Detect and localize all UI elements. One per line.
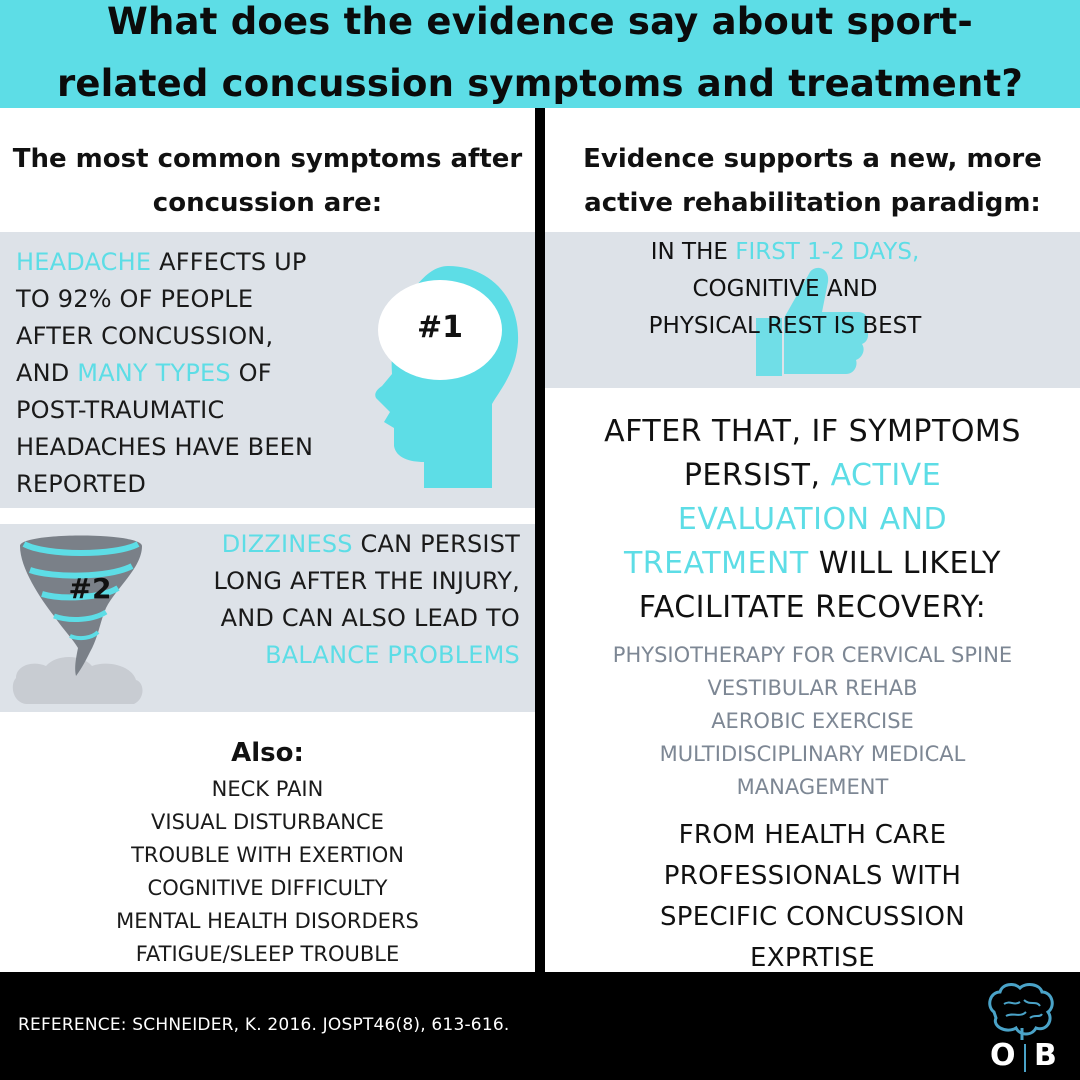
footer-bar — [0, 972, 1080, 1080]
professionals-line-1: FROM HEALTH CARE — [678, 820, 947, 850]
right-title-line-2: active rehabilitation paradigm: — [584, 188, 1041, 218]
professionals-line-4: EXPRTISE — [750, 943, 875, 973]
many-types-highlight: MANY TYPES — [77, 359, 231, 387]
thumbs-up-icon — [756, 267, 869, 376]
list-item: MULTIDISCIPLINARY MEDICAL — [659, 742, 966, 766]
rest-text: IN THE FIRST 1-2 DAYS, COGNITIVE AND PHY… — [545, 234, 1025, 345]
title-line-1: What does the evidence say about sport- — [107, 0, 973, 43]
list-item: COGNITIVE DIFFICULTY — [147, 876, 388, 900]
headache-line-4-pre: AND — [16, 359, 78, 387]
active-treatment-text: AFTER THAT, IF SYMPTOMS PERSIST, ACTIVE … — [545, 410, 1080, 630]
brain-icon — [988, 983, 1054, 1040]
headache-text: HEADACHE AFFECTS UP TO 92% OF PEOPLE AFT… — [16, 244, 376, 503]
title-line-2: related concussion symptoms and treatmen… — [56, 62, 1024, 105]
also-title: Also: — [231, 738, 304, 768]
headache-badge: #1 — [416, 310, 463, 345]
professionals-text: FROM HEALTH CARE PROFESSIONALS WITH SPEC… — [545, 815, 1080, 979]
list-item: FATIGUE/SLEEP TROUBLE — [135, 942, 400, 966]
headache-line-6: HEADACHES HAVE BEEN — [16, 433, 314, 461]
also-list: NECK PAIN VISUAL DISTURBANCE TROUBLE WIT… — [0, 773, 535, 971]
list-item: MENTAL HEALTH DISORDERS — [116, 909, 419, 933]
active-highlight: ACTIVE — [830, 458, 942, 493]
list-item: NECK PAIN — [211, 777, 324, 801]
tornado-icon — [12, 535, 143, 704]
reference-text: REFERENCE: SCHNEIDER, K. 2016. JOSPT46(8… — [18, 1015, 510, 1035]
right-column-title: Evidence supports a new, more active reh… — [545, 137, 1080, 225]
active-line-2-pre: PERSIST, — [683, 458, 831, 493]
left-title-line-1: The most common symptoms after — [12, 144, 523, 174]
headache-line-1: AFFECTS UP — [151, 248, 307, 276]
first-days-highlight: FIRST 1-2 DAYS, — [735, 239, 920, 265]
headache-line-4-post: OF — [230, 359, 272, 387]
rest-line-2: COGNITIVE AND — [692, 276, 878, 302]
treatment-highlight: TREATMENT — [623, 546, 809, 581]
balance-problems-highlight: BALANCE PROBLEMS — [265, 641, 520, 669]
headache-line-2: TO 92% OF PEOPLE — [16, 285, 254, 313]
list-item: PHYSIOTHERAPY FOR CERVICAL SPINE — [612, 643, 1013, 667]
dizziness-line-1: CAN PERSIST — [352, 530, 520, 558]
headache-highlight: HEADACHE — [16, 248, 152, 276]
head-profile-icon — [375, 266, 519, 488]
header-banner: What does the evidence say about sport- … — [0, 0, 1080, 108]
left-title-line-2: concussion are: — [152, 188, 383, 218]
rest-line-1-pre: IN THE — [650, 239, 736, 265]
active-line-5: FACILITATE RECOVERY: — [638, 590, 987, 625]
list-item: VISUAL DISTURBANCE — [151, 810, 384, 834]
dizziness-badge: #2 — [68, 572, 112, 605]
evaluation-highlight: EVALUATION AND — [677, 502, 948, 537]
column-divider — [535, 108, 545, 972]
list-item: AEROBIC EXERCISE — [711, 709, 914, 733]
logo-letter-o: O — [990, 1038, 1016, 1073]
headache-line-5: POST-TRAUMATIC — [16, 396, 225, 424]
professionals-line-3: SPECIFIC CONCUSSION — [659, 902, 966, 932]
dizziness-line-2: LONG AFTER THE INJURY, — [213, 567, 520, 595]
logo-letter-b: B — [1034, 1038, 1057, 1073]
dizziness-line-3: AND CAN ALSO LEAD TO — [220, 604, 520, 632]
dizziness-text: DIZZINESS CAN PERSIST LONG AFTER THE INJ… — [150, 526, 520, 674]
right-title-line-1: Evidence supports a new, more — [583, 144, 1042, 174]
logo-divider — [1024, 1044, 1026, 1072]
dizziness-highlight: DIZZINESS — [221, 530, 353, 558]
active-line-1: AFTER THAT, IF SYMPTOMS — [604, 414, 1021, 449]
headache-line-3: AFTER CONCUSSION, — [16, 322, 274, 350]
active-line-4-post: WILL LIKELY — [808, 546, 1001, 581]
list-item: VESTIBULAR REHAB — [707, 676, 918, 700]
treatments-list: PHYSIOTHERAPY FOR CERVICAL SPINE VESTIBU… — [545, 639, 1080, 804]
professionals-line-2: PROFESSIONALS WITH — [663, 861, 962, 891]
list-item: TROUBLE WITH EXERTION — [131, 843, 404, 867]
rest-line-3: PHYSICAL REST IS BEST — [648, 313, 922, 339]
left-column-title: The most common symptoms after concussio… — [0, 137, 535, 225]
headache-line-7: REPORTED — [16, 470, 147, 498]
list-item: MANAGEMENT — [736, 775, 889, 799]
